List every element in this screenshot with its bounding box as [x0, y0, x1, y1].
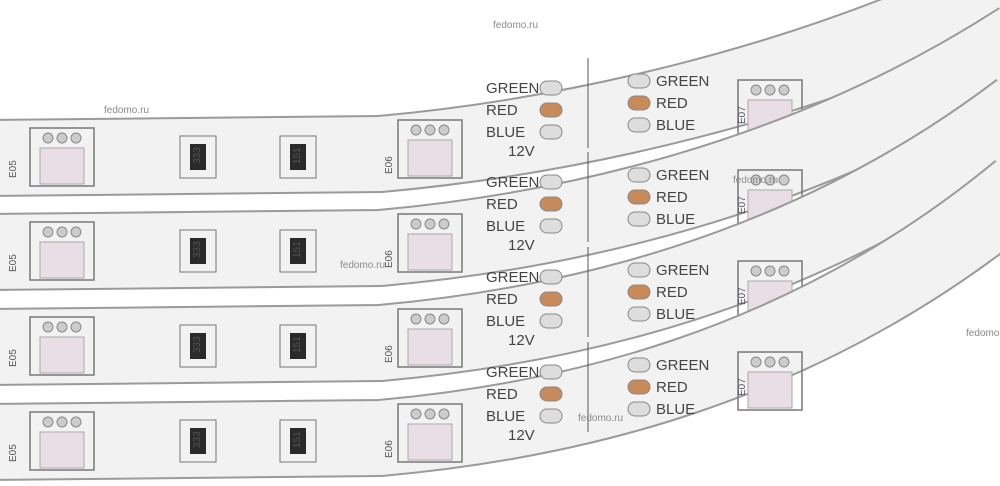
pad-label-green: GREEN — [656, 167, 709, 184]
led-chip — [29, 411, 95, 471]
voltage-label: 12V — [508, 143, 535, 160]
pad-label-green: GREEN — [486, 364, 539, 381]
watermark: fedomo.ru — [733, 175, 778, 186]
segment-label: E05 — [8, 254, 19, 272]
voltage-label: 12V — [508, 237, 535, 254]
pad-label-green: GREEN — [486, 269, 539, 286]
segment-label: E07 — [737, 106, 748, 124]
resistor: 333 — [179, 324, 217, 368]
resistor: 333 — [179, 419, 217, 463]
pad-label-green: GREEN — [656, 262, 709, 279]
pad-label-red: RED — [486, 196, 518, 213]
led-chip — [737, 351, 803, 411]
watermark: fedomo.ru — [340, 260, 385, 271]
resistor: 151 — [279, 135, 317, 179]
led-chip — [29, 221, 95, 281]
led-chip — [397, 403, 463, 463]
segment-label: E07 — [737, 287, 748, 305]
pad-label-blue: BLUE — [486, 313, 525, 330]
pad-label-red: RED — [656, 95, 688, 112]
pad-label-red: RED — [656, 284, 688, 301]
pad-label-red: RED — [656, 189, 688, 206]
segment-label: E06 — [384, 345, 395, 363]
pad-label-blue: BLUE — [656, 211, 695, 228]
solder-pads: GREEN GREEN RED RED BLUE BLUE 12V — [486, 247, 709, 349]
segment-label: E06 — [384, 250, 395, 268]
resistor-code: 151 — [292, 147, 303, 164]
resistor-code: 333 — [192, 431, 203, 448]
voltage-label: 12V — [508, 332, 535, 349]
pad-label-red: RED — [486, 291, 518, 308]
resistor-code: 151 — [292, 431, 303, 448]
resistor-code: 333 — [192, 336, 203, 353]
led-chip — [29, 316, 95, 376]
segment-label: E05 — [8, 160, 19, 178]
solder-pads: GREEN GREEN RED RED BLUE BLUE 12V — [486, 58, 709, 160]
pad-label-blue: BLUE — [486, 408, 525, 425]
resistor-code: 333 — [192, 147, 203, 164]
watermark: fedomo.ru — [578, 413, 623, 424]
pad-label-blue: BLUE — [656, 306, 695, 323]
resistor: 151 — [279, 229, 317, 273]
pad-label-blue: BLUE — [656, 401, 695, 418]
led-chip — [29, 127, 95, 187]
pad-label-blue: BLUE — [486, 124, 525, 141]
segment-label: E06 — [384, 156, 395, 174]
segment-label: E06 — [384, 440, 395, 458]
segment-label: E07 — [737, 196, 748, 214]
pad-label-green: GREEN — [656, 73, 709, 90]
segment-label: E05 — [8, 349, 19, 367]
led-chip — [397, 213, 463, 273]
watermark: fedomo.ru — [966, 328, 1000, 339]
led-chip — [397, 119, 463, 179]
voltage-label: 12V — [508, 427, 535, 444]
pad-label-blue: BLUE — [486, 218, 525, 235]
pad-label-green: GREEN — [656, 357, 709, 374]
resistor: 333 — [179, 229, 217, 273]
pad-label-green: GREEN — [486, 80, 539, 97]
resistor: 333 — [179, 135, 217, 179]
resistor-code: 151 — [292, 336, 303, 353]
solder-pads: GREEN GREEN RED RED BLUE BLUE 12V — [486, 342, 709, 444]
segment-label: E07 — [737, 378, 748, 396]
led-chip — [397, 308, 463, 368]
resistor: 151 — [279, 419, 317, 463]
pad-label-green: GREEN — [486, 174, 539, 191]
pad-label-red: RED — [656, 379, 688, 396]
resistor-code: 333 — [192, 241, 203, 258]
pad-label-red: RED — [486, 102, 518, 119]
watermark: fedomo.ru — [493, 20, 538, 31]
resistor-code: 151 — [292, 241, 303, 258]
pad-label-red: RED — [486, 386, 518, 403]
resistor: 151 — [279, 324, 317, 368]
watermark: fedomo.ru — [104, 105, 149, 116]
solder-pads: GREEN GREEN RED RED BLUE BLUE 12V — [486, 152, 709, 254]
segment-label: E05 — [8, 444, 19, 462]
pad-label-blue: BLUE — [656, 117, 695, 134]
